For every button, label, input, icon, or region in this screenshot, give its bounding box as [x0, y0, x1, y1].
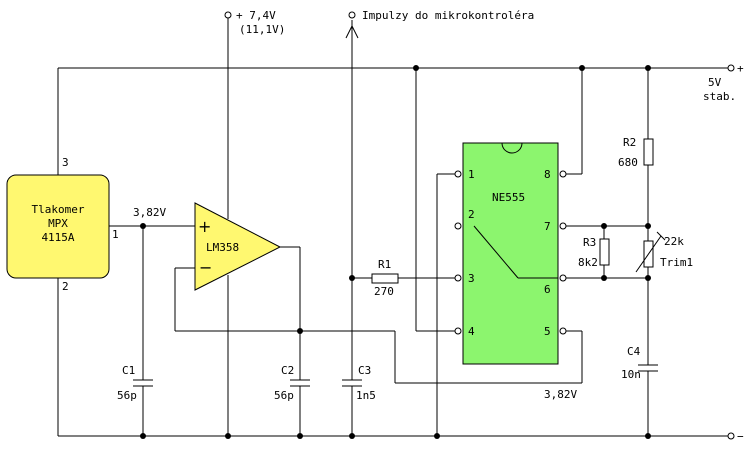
vcc-plus-symbol: + — [737, 62, 744, 75]
timer-pin7 — [559, 222, 567, 230]
sensor-pin1-label: 1 — [112, 228, 119, 241]
vcc-terminal — [727, 64, 735, 72]
timer-internal-link — [473, 225, 519, 279]
resistor-r1 — [371, 273, 399, 284]
timer-pin6-label: 6 — [544, 283, 551, 296]
supply-terminal — [224, 11, 232, 19]
opamp-minus-sign: − — [199, 258, 212, 277]
c1-name: C1 — [122, 364, 135, 377]
junction-c3-gnd — [349, 433, 355, 439]
junction-c2-gnd — [297, 433, 303, 439]
sensor-name-line2: MPX — [48, 217, 68, 230]
sensor-name-line1: Tlakomer — [32, 203, 85, 216]
junction-pin8-vcc — [579, 65, 585, 71]
supply-label: + 7,4V — [236, 9, 276, 22]
trimmer-arrow-line — [635, 235, 662, 273]
trimmer-value: 22k — [664, 235, 684, 248]
junction-pin1-gnd — [434, 433, 440, 439]
vcc-sub-label: stab. — [703, 90, 736, 103]
sensor-output-voltage: 3,82V — [133, 206, 166, 219]
timer-pin7-label: 7 — [544, 220, 551, 233]
timer-pin4 — [454, 327, 462, 335]
c2-name: C2 — [281, 364, 294, 377]
r2-name: R2 — [623, 136, 636, 149]
timer-pin8-label: 8 — [544, 168, 551, 181]
junction-opamp-gnd — [225, 433, 231, 439]
timer-pin4-label: 4 — [468, 325, 475, 338]
pulse-terminal — [348, 11, 356, 19]
pulse-arrow-icon — [345, 24, 359, 39]
timer-pin3-label: 3 — [468, 272, 475, 285]
opamp-plus-sign: + — [198, 217, 211, 236]
r1-name: R1 — [378, 258, 391, 271]
r2-value: 680 — [618, 156, 638, 169]
trimmer-arrow-tick — [656, 231, 666, 241]
sensor-pin3-label: 3 — [62, 156, 69, 169]
timer-pin2-label: 2 — [468, 208, 475, 221]
pin5-voltage: 3,82V — [544, 388, 577, 401]
timer-pin8 — [559, 170, 567, 178]
timer-name: NE555 — [492, 191, 525, 204]
junction-c1-gnd — [140, 433, 146, 439]
c1-value: 56p — [117, 389, 137, 402]
opamp-lm358 — [194, 202, 282, 291]
junction-feedback — [297, 328, 303, 334]
r1-value: 270 — [374, 285, 394, 298]
supply-alt-label: (11,1V) — [239, 23, 285, 36]
timer-ne555 — [462, 142, 559, 365]
resistor-r2 — [643, 138, 654, 166]
resistor-r3 — [599, 238, 610, 266]
c2-value: 56p — [274, 389, 294, 402]
pulse-label: Impulzy do mikrokontroléra — [362, 9, 534, 22]
r3-name: R3 — [583, 236, 596, 249]
junction-trim-pin6 — [645, 275, 651, 281]
timer-pin5 — [559, 327, 567, 335]
sensor-name-line3: 4115A — [41, 231, 74, 244]
gnd-terminal — [727, 432, 735, 440]
sensor-pin2-label: 2 — [62, 280, 69, 293]
c4-value: 10n — [621, 368, 641, 381]
timer-pin1-label: 1 — [468, 168, 475, 181]
c3-value: 1n5 — [356, 389, 376, 402]
timer-pin3 — [454, 274, 462, 282]
timer-pin5-label: 5 — [544, 325, 551, 338]
gnd-minus-symbol: − — [737, 430, 744, 443]
trimmer-name: Trim1 — [660, 256, 693, 269]
junction-r2-vcc — [645, 65, 651, 71]
vcc-label: 5V — [708, 76, 722, 89]
junction-pin4-vcc — [413, 65, 419, 71]
r3-value: 8k2 — [578, 256, 598, 269]
c4-name: C4 — [627, 345, 641, 358]
junction-c4-gnd — [645, 433, 651, 439]
timer-pin6 — [559, 274, 567, 282]
timer-pin2 — [454, 222, 462, 230]
timer-pin1 — [454, 170, 462, 178]
c3-name: C3 — [358, 364, 371, 377]
opamp-name: LM358 — [206, 241, 239, 254]
timer-notch — [501, 142, 523, 154]
junction-r2-pin7 — [645, 223, 651, 229]
